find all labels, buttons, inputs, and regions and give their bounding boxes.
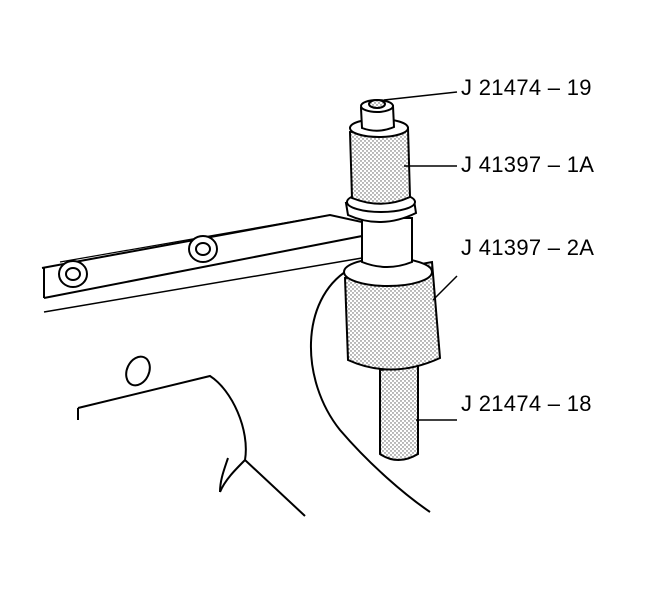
rail-bolt-right (188, 235, 218, 263)
callout-label: J 41397 – 2A (461, 235, 595, 260)
screw-j21474-19 (359, 99, 396, 132)
housing-rail (41, 213, 363, 313)
leader-line-1 (383, 91, 458, 101)
leader-line-3 (432, 275, 458, 301)
neck (361, 217, 413, 268)
callout-label: J 41397 – 1A (461, 152, 595, 177)
sleeve-j41397-1a (348, 118, 412, 205)
callout-label: J 21474 – 18 (461, 391, 592, 416)
collar-j41397-2a (343, 257, 442, 371)
callout-label: J 21474 – 19 (461, 75, 592, 100)
pin-j21474-18 (379, 363, 419, 461)
rail-bolt-left (58, 260, 88, 288)
housing-body (77, 269, 431, 517)
leader-lines (383, 91, 458, 421)
